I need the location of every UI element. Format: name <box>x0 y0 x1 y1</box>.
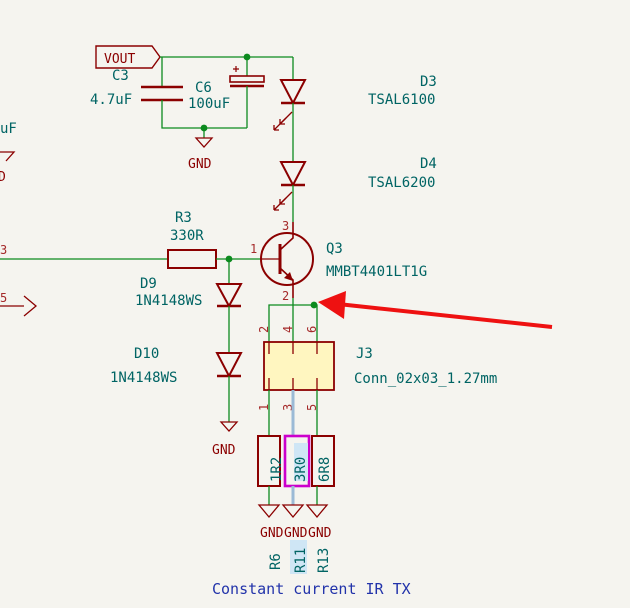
resistor-r3[interactable]: R3 330R <box>167 210 261 269</box>
gnd-symbol-diodes[interactable]: GND <box>212 421 239 458</box>
vout-text: VOUT <box>104 52 135 67</box>
d10-value: 1N4148WS <box>110 370 177 386</box>
diode-d10[interactable]: D10 1N4148WS <box>110 346 243 422</box>
left-edge-fragments: uF D 3 5 <box>0 121 38 317</box>
resistor-wires[interactable] <box>268 390 318 436</box>
d9-value: 1N4148WS <box>135 293 202 309</box>
diode-d9[interactable]: D9 1N4148WS <box>135 276 243 353</box>
gnd-symbol-caps[interactable]: GND <box>188 128 214 172</box>
q3-value: MMBT4401LT1G <box>326 264 427 280</box>
gnd-diodes-text: GND <box>212 443 236 458</box>
r11-value: 3R0 <box>293 457 309 482</box>
r13-value: 6R8 <box>317 457 333 482</box>
annotation-arrow <box>318 291 553 329</box>
r11-ref: R11 <box>293 548 309 573</box>
left-fragment-1: uF <box>0 121 17 137</box>
gnd-r6-text: GND <box>260 526 284 541</box>
gnd-r13-text: GND <box>308 526 332 541</box>
left-arrow-symbol <box>23 295 38 317</box>
gnd-r11-text: GND <box>284 526 308 541</box>
left-fragment-2: D <box>0 170 6 185</box>
vout-label[interactable]: VOUT <box>95 45 161 69</box>
q3-pin-emitter: 2 <box>282 289 289 303</box>
left-gnd-partial <box>0 151 16 162</box>
j3-pin-6: 6 <box>305 326 319 333</box>
d9-ref: D9 <box>140 276 157 292</box>
j3-pin-3: 3 <box>281 404 295 411</box>
sheet-title: Constant current IR TX <box>212 580 411 598</box>
junction-emitter <box>310 301 318 309</box>
j3-ref: J3 <box>356 346 373 362</box>
left-fragment-4: 5 <box>0 291 7 305</box>
capacitor-c3[interactable]: C3 4.7uF <box>90 57 247 129</box>
d4-ref: D4 <box>420 156 437 172</box>
d4-value: TSAL6200 <box>368 175 435 191</box>
r6-ref: R6 <box>268 553 284 570</box>
connector-j3[interactable]: 2 4 6 1 3 5 J3 Conn_02x03_1.27mm <box>257 326 497 411</box>
led-d4[interactable]: D4 TSAL6200 <box>273 156 437 222</box>
d3-ref: D3 <box>420 74 437 90</box>
j3-pin-4: 4 <box>281 326 295 333</box>
j3-pin-2: 2 <box>257 326 271 333</box>
c6-value: 100uF <box>188 96 230 112</box>
resistor-r11[interactable]: 3R0 <box>283 434 311 505</box>
c6-ref: C6 <box>195 80 212 96</box>
left-fragment-3: 3 <box>0 243 7 257</box>
d10-ref: D10 <box>134 346 159 362</box>
q3-pin-collector: 3 <box>282 219 289 233</box>
resistor-r6[interactable]: 1R2 <box>257 435 285 505</box>
c3-value: 4.7uF <box>90 92 132 108</box>
j3-value: Conn_02x03_1.27mm <box>354 371 497 387</box>
gnd-caps-text: GND <box>188 157 212 172</box>
q3-pin-base: 1 <box>250 242 257 256</box>
led-d3[interactable]: D3 TSAL6100 <box>273 57 437 162</box>
r3-value: 330R <box>170 228 204 244</box>
c3-ref: C3 <box>112 68 129 84</box>
q3-ref: Q3 <box>326 241 343 257</box>
j3-pin-5: 5 <box>305 404 319 411</box>
transistor-q3[interactable]: 1 3 2 Q3 MMBT4401LT1G <box>250 219 427 303</box>
d3-value: TSAL6100 <box>368 92 435 108</box>
r11-ref-highlight <box>290 540 307 574</box>
gnd-symbols-resistors[interactable]: GND GND GND <box>257 504 332 541</box>
j3-pin-1: 1 <box>257 404 271 411</box>
r3-ref: R3 <box>175 210 192 226</box>
resistor-r13[interactable]: 6R8 <box>311 435 335 505</box>
capacitor-c6[interactable]: C6 100uF <box>188 57 265 128</box>
r13-ref: R13 <box>316 548 332 573</box>
r6-value: 1R2 <box>269 457 285 482</box>
